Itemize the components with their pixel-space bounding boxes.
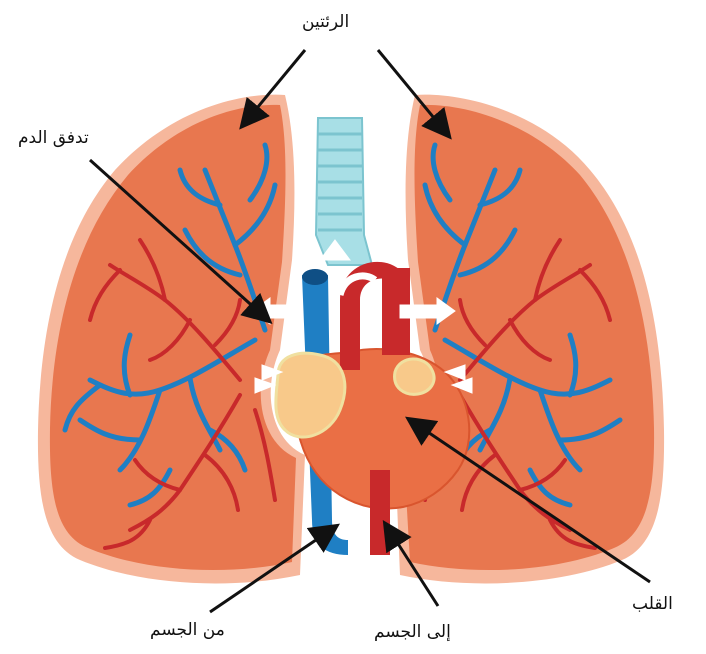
trachea: [316, 118, 372, 265]
to-body-label: إلى الجسم: [374, 622, 451, 642]
from-body-label: من الجسم: [150, 620, 225, 640]
blood-flow-label: تدفق الدم: [18, 128, 89, 148]
heart-label: القلب: [632, 594, 673, 614]
lungs-label: الرئتين: [302, 12, 349, 32]
